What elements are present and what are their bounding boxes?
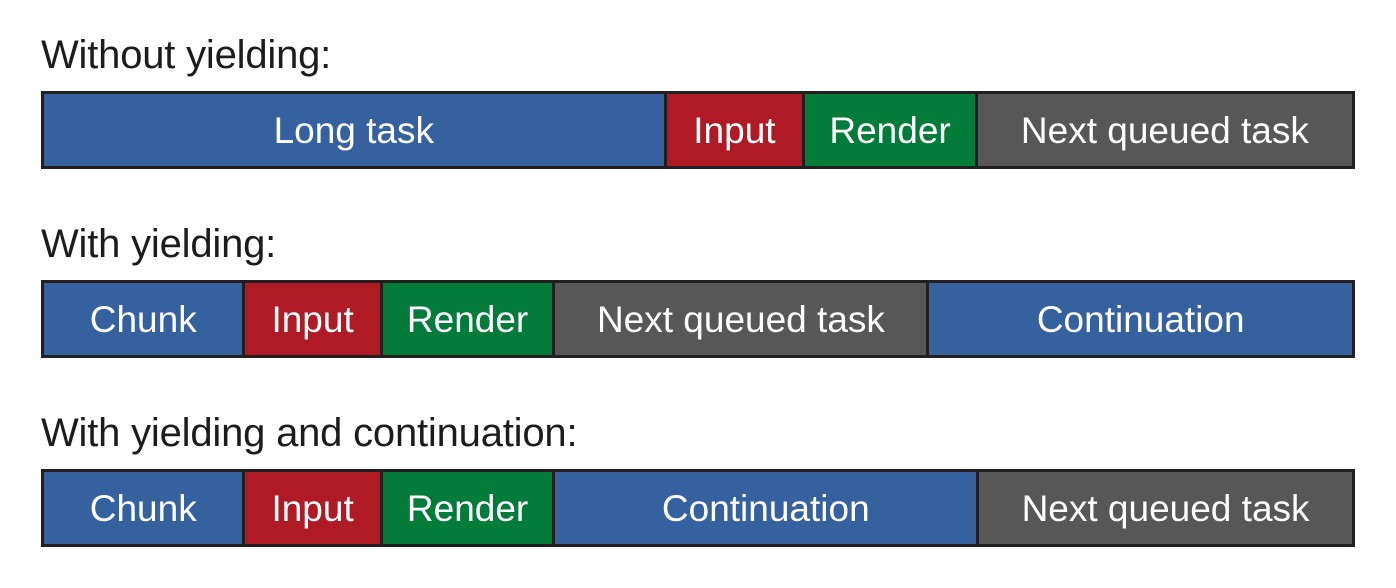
timeline-bar-with-yielding-and-continuation: Chunk Input Render Continuation Next que…: [41, 469, 1355, 547]
segment-render: Render: [382, 283, 556, 355]
segment-label: Render: [406, 487, 529, 529]
segment-label: Chunk: [89, 487, 197, 529]
segment-render: Render: [382, 472, 556, 544]
diagram-row-without-yielding: Without yielding: Long task Input Render…: [41, 30, 1355, 169]
segment-input: Input: [666, 94, 806, 166]
segment-next-queued-task: Next queued task: [555, 283, 930, 355]
segment-continuation: Continuation: [929, 283, 1352, 355]
segment-label: Continuation: [1036, 298, 1245, 340]
segment-input: Input: [245, 472, 383, 544]
segment-long-task: Long task: [44, 94, 667, 166]
segment-label: Next queued task: [1021, 487, 1310, 529]
segment-label: Next queued task: [596, 298, 885, 340]
timeline-bar-with-yielding: Chunk Input Render Next queued task Cont…: [41, 280, 1355, 358]
segment-label: Long task: [273, 109, 435, 151]
segment-label: Next queued task: [1020, 109, 1309, 151]
row-caption-with-yielding: With yielding:: [41, 222, 277, 266]
segment-label: Input: [271, 298, 354, 340]
segment-continuation: Continuation: [555, 472, 980, 544]
segment-label: Continuation: [661, 487, 870, 529]
row-caption-without-yielding: Without yielding:: [41, 33, 332, 77]
segment-render: Render: [805, 94, 978, 166]
segment-label: Render: [829, 109, 951, 151]
segment-input: Input: [245, 283, 383, 355]
segment-next-queued-task: Next queued task: [979, 472, 1352, 544]
segment-chunk: Chunk: [44, 472, 246, 544]
segment-label: Chunk: [89, 298, 197, 340]
segment-chunk: Chunk: [44, 283, 246, 355]
segment-next-queued-task: Next queued task: [977, 94, 1352, 166]
segment-label: Input: [693, 109, 776, 151]
diagram-row-with-yielding-and-continuation: With yielding and continuation: Chunk In…: [41, 408, 1355, 547]
row-caption-with-yielding-and-continuation: With yielding and continuation:: [41, 411, 578, 455]
timeline-bar-without-yielding: Long task Input Render Next queued task: [41, 91, 1355, 169]
diagram-row-with-yielding: With yielding: Chunk Input Render Next q…: [41, 219, 1355, 358]
segment-label: Render: [406, 298, 529, 340]
segment-label: Input: [271, 487, 354, 529]
